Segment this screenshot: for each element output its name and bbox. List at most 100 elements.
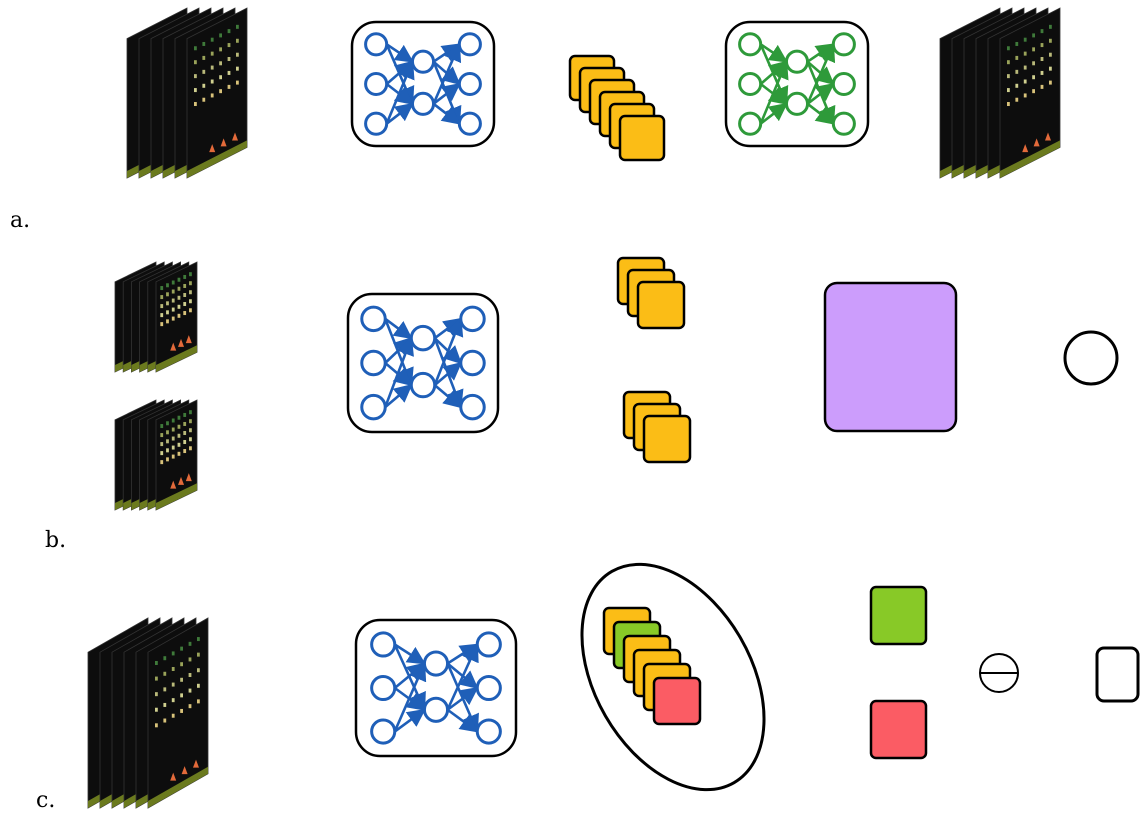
alien-sprite (166, 292, 169, 296)
alien-sprite (228, 43, 231, 47)
alien-sprite (189, 299, 192, 303)
alien-sprite (197, 684, 200, 688)
alien-sprite (189, 308, 192, 312)
alien-sprite (189, 673, 192, 677)
alien-sprite (160, 286, 163, 290)
alien-sprite (180, 709, 183, 713)
alien-sprite (160, 313, 163, 317)
alien-sprite (1024, 66, 1027, 70)
alien-sprite (228, 29, 231, 33)
alien-sprite (1015, 42, 1018, 46)
network-node (459, 73, 480, 94)
panel-b (115, 258, 1117, 510)
alien-sprite (166, 301, 169, 305)
alien-sprite (197, 699, 200, 703)
feature-vector-stack-b-bottom (624, 392, 690, 462)
network-node (740, 113, 761, 134)
feature-vector-icon (638, 282, 684, 328)
alien-sprite (228, 71, 231, 75)
alien-sprite (189, 689, 192, 693)
alien-sprite (189, 290, 192, 294)
network-node (459, 34, 480, 55)
network-node (362, 307, 385, 330)
alien-sprite (1007, 74, 1010, 78)
input-frame-stack-b-top (115, 262, 197, 372)
network-node (366, 34, 387, 55)
alien-sprite (1007, 46, 1010, 50)
alien-sprite (160, 442, 163, 446)
alien-sprite (172, 308, 175, 312)
negative-feature-square (871, 701, 926, 758)
alien-sprite (189, 419, 192, 423)
alien-sprite (178, 416, 181, 420)
alien-sprite (163, 656, 166, 660)
alien-sprite (163, 703, 166, 707)
alien-sprite (160, 304, 163, 308)
alien-sprite (183, 275, 186, 279)
alien-sprite (155, 692, 158, 696)
alien-sprite (189, 704, 192, 708)
alien-sprite (228, 57, 231, 61)
alien-sprite (219, 61, 222, 65)
alien-sprite (178, 425, 181, 429)
network-node (362, 351, 385, 374)
panel-label-b: b. (45, 528, 66, 553)
alien-sprite (236, 81, 239, 85)
alien-sprite (178, 278, 181, 282)
alien-sprite (172, 667, 175, 671)
network-node (461, 395, 484, 418)
alien-sprite (172, 683, 175, 687)
alien-sprite (178, 452, 181, 456)
alien-sprite (1049, 25, 1052, 29)
alien-sprite (1024, 52, 1027, 56)
alien-sprite (172, 317, 175, 321)
feature-vector-icon (620, 116, 664, 160)
alien-sprite (1007, 88, 1010, 92)
network-node (833, 34, 854, 55)
feature-vector-stack-a (570, 56, 664, 160)
network-node (366, 73, 387, 94)
alien-sprite (155, 708, 158, 712)
network-node (740, 73, 761, 94)
game-frame (156, 400, 197, 510)
alien-sprite (172, 714, 175, 718)
alien-sprite (211, 52, 214, 56)
alien-sprite (189, 428, 192, 432)
alien-sprite (1049, 53, 1052, 57)
alien-sprite (155, 677, 158, 681)
alien-sprite (1041, 85, 1044, 89)
network-node (461, 351, 484, 374)
alien-sprite (194, 74, 197, 78)
alien-sprite (183, 311, 186, 315)
alien-sprite (1032, 75, 1035, 79)
alien-sprite (178, 305, 181, 309)
network-node (740, 34, 761, 55)
alien-sprite (1049, 81, 1052, 85)
alien-sprite (202, 56, 205, 60)
alien-sprite (194, 60, 197, 64)
alien-sprite (1041, 71, 1044, 75)
encoder-network-b (348, 294, 498, 432)
input-frame-stack-a (127, 8, 247, 178)
alien-sprite (178, 443, 181, 447)
minus-operator-icon (980, 654, 1018, 692)
alien-sprite (180, 647, 183, 651)
embedding-square-icon (825, 283, 956, 431)
alien-sprite (194, 102, 197, 106)
network-node (424, 698, 447, 721)
alien-sprite (172, 698, 175, 702)
network-node (411, 326, 434, 349)
alien-sprite (183, 422, 186, 426)
network-node (477, 676, 500, 699)
positive-feature-square (871, 587, 926, 644)
network-node (372, 676, 395, 699)
alien-sprite (236, 25, 239, 29)
network-node (461, 307, 484, 330)
network-node (833, 113, 854, 134)
network-node (477, 633, 500, 656)
alien-sprite (202, 84, 205, 88)
alien-sprite (189, 281, 192, 285)
alien-sprite (1032, 89, 1035, 93)
input-frame-stack-c (88, 618, 208, 808)
alien-sprite (183, 449, 186, 453)
